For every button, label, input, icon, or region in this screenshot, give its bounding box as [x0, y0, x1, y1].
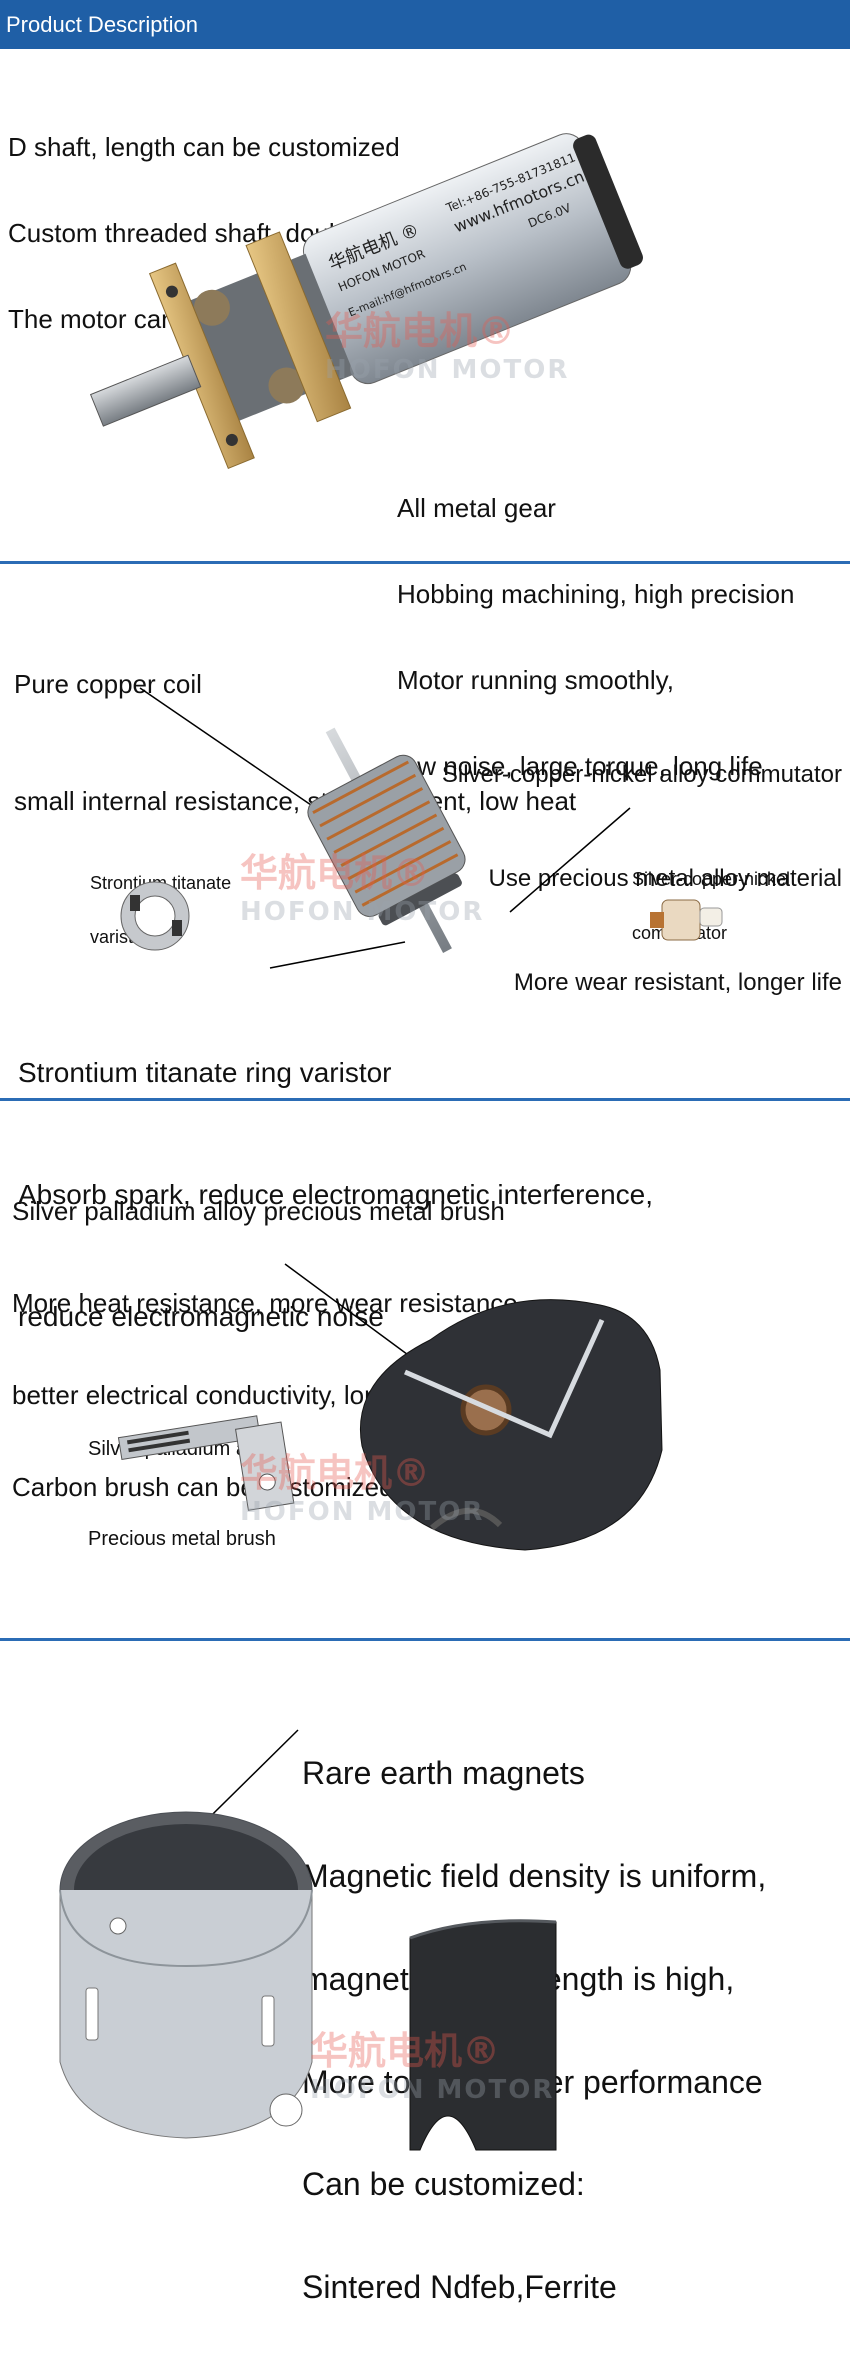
header-title: Product Description [6, 12, 198, 37]
watermark-logo: 华航电机® HOFON MOTOR [240, 1451, 485, 1527]
product-description-header: Product Description [0, 0, 850, 49]
brush-line-2: More heat resistance, more wear resistan… [12, 1288, 525, 1319]
gear-line-2: Hobbing machining, high precision [397, 578, 795, 609]
varistor-ring-image [120, 881, 190, 951]
gear-line-4: low noise, large torque, long life [397, 750, 763, 781]
section-divider [0, 561, 850, 564]
coil-description: Pure copper coil small internal resistan… [14, 587, 576, 899]
brush-description: Silver palladium alloy precious metal br… [12, 1135, 525, 1564]
commutator-description: Silver-copper-nickel alloy commutator Us… [442, 688, 842, 1071]
gear-description: All metal gear Hobbing machining, high p… [397, 437, 794, 837]
magnets-line-1: Rare earth magnets [302, 1755, 585, 1792]
varistor-line-3: reduce electromagnetic noise [18, 1300, 384, 1332]
housing-can-image [59, 1811, 313, 2139]
varistor-description: Strontium titanate ring varistor Absorb … [18, 972, 653, 1419]
gear-line-1: All metal gear [397, 493, 556, 524]
shaft-line-1: D shaft, length can be customized [8, 132, 400, 163]
watermark-logo: 华航电机® HOFON MOTOR [325, 309, 570, 385]
varistor-line-1: Strontium titanate ring varistor [18, 1057, 392, 1089]
commutator-image [650, 899, 723, 941]
magnets-line-5: Can be customized: [302, 2166, 585, 2203]
magnets-line-6: Sintered Ndfeb,Ferrite [302, 2268, 617, 2305]
varistor-line-2: Absorb spark, reduce electromagnetic int… [18, 1178, 653, 1210]
rotor-image [120, 687, 723, 969]
section-divider [0, 1638, 850, 1641]
watermark-logo: 华航电机® HOFON MOTOR [240, 851, 485, 927]
ferrite-magnet-image [409, 1919, 557, 2151]
shaft-description: D shaft, length can be customized Custom… [8, 76, 453, 391]
commutator-line-1: Silver-copper-nickel alloy commutator [441, 760, 842, 788]
magnet-housing-image [59, 1729, 557, 2151]
commutator-line-2: Use precious metal alloy material [488, 864, 842, 892]
brush-cap-image [359, 1299, 663, 1551]
magnets-line-2: Magnetic field density is uniform, [302, 1858, 767, 1895]
gear-line-3: Motor running smoothly, [397, 664, 674, 695]
metal-brush-image [117, 1415, 295, 1511]
gear-motor-image: 华航电机 ® HOFON MOTOR Tel:+86-755-81731811 … [89, 133, 643, 470]
brush-image [117, 1263, 663, 1551]
coil-line-1: Pure copper coil [14, 669, 202, 699]
section-divider [0, 1098, 850, 1101]
commutator-line-3: More wear resistant, longer life [513, 969, 842, 997]
watermark-logo: 华航电机® HOFON MOTOR [310, 2029, 555, 2105]
brush-line-1: Silver palladium alloy precious metal br… [12, 1196, 505, 1227]
